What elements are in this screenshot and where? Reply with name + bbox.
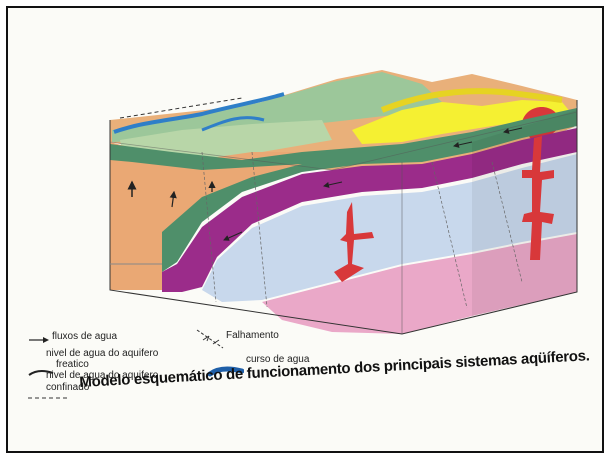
legend-phreatic-1: nivel de agua do aquifero [46,348,158,359]
flow-arrow-icon [28,336,50,344]
legend-phreatic-2: freatico [56,359,89,370]
confined-level-icon [28,396,68,400]
figure-frame: fluxos de agua nivel de agua do aquifero… [6,6,604,453]
fault-icon [195,328,225,350]
right-face-shade [472,110,577,316]
legend-fault: Falhamento [226,330,279,341]
legend-flow: fluxos de agua [52,331,117,342]
